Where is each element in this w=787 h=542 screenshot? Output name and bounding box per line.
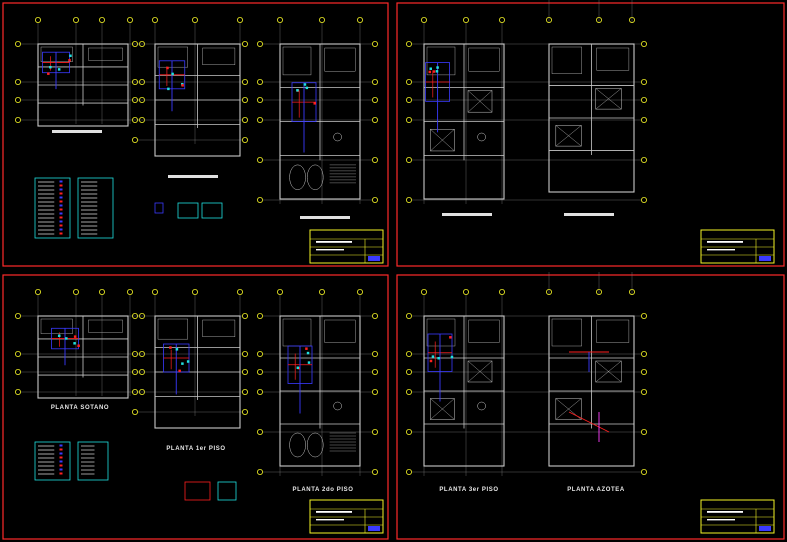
fixture-mark xyxy=(47,72,50,75)
title-text-bar xyxy=(707,519,735,520)
title-block-logo xyxy=(368,256,380,261)
legend-swatch xyxy=(60,457,63,459)
legend-swatch xyxy=(60,449,63,451)
legend-swatch xyxy=(60,185,63,187)
fixture-mark xyxy=(305,347,308,350)
title-text-bar xyxy=(316,511,352,513)
label-planta-2do-piso: PLANTA 2do PISO xyxy=(292,487,353,493)
fixture-mark xyxy=(178,370,181,373)
fixture-mark xyxy=(49,66,52,69)
legend-swatch xyxy=(60,181,63,183)
fixture-mark xyxy=(433,70,436,73)
title-text-bar xyxy=(316,249,344,250)
legend-swatch xyxy=(60,201,63,203)
fixture-mark xyxy=(429,71,432,74)
plan-title-bar xyxy=(442,213,492,216)
label-planta-azotea: PLANTA AZOTEA xyxy=(567,487,625,493)
legend-swatch xyxy=(60,213,63,215)
fixture-mark xyxy=(167,88,170,91)
fixture-mark xyxy=(432,355,435,358)
title-text-bar xyxy=(316,519,344,520)
fixture-mark xyxy=(307,352,310,355)
fixture-mark xyxy=(65,337,68,340)
title-block-logo xyxy=(759,526,771,531)
legend-swatch xyxy=(60,445,63,447)
legend-swatch xyxy=(60,217,63,219)
fixture-mark xyxy=(187,360,190,363)
title-text-bar xyxy=(707,249,735,250)
fixture-mark xyxy=(171,73,174,76)
fixture-mark xyxy=(436,66,439,69)
title-text-bar xyxy=(707,511,743,513)
label-planta-3er-piso: PLANTA 3er PISO xyxy=(439,487,498,493)
fixture-mark xyxy=(73,342,76,345)
plan-title-bar xyxy=(52,130,102,133)
label-planta-1er-piso: PLANTA 1er PISO xyxy=(166,446,225,452)
fixture-mark xyxy=(77,344,80,347)
fixture-mark xyxy=(437,357,440,360)
fixture-mark xyxy=(68,59,71,62)
fixture-mark xyxy=(74,335,77,338)
fixture-mark xyxy=(308,361,311,364)
fixture-mark xyxy=(449,336,452,339)
legend-swatch xyxy=(60,465,63,467)
title-block-logo xyxy=(759,256,771,261)
legend-swatch xyxy=(60,221,63,223)
legend-swatch xyxy=(60,473,63,475)
legend-swatch xyxy=(60,209,63,211)
legend-swatch xyxy=(60,469,63,471)
label-planta-sotano: PLANTA SOTANO xyxy=(51,405,109,411)
fixture-mark xyxy=(297,367,300,370)
fixture-mark xyxy=(436,70,439,73)
legend-swatch xyxy=(60,461,63,463)
fixture-mark xyxy=(58,68,61,71)
fixture-mark xyxy=(451,356,454,359)
fixture-mark xyxy=(166,67,169,70)
fixture-mark xyxy=(429,67,432,70)
plan-title-bar xyxy=(168,175,218,178)
fixture-mark xyxy=(169,346,172,349)
fixture-mark xyxy=(296,89,299,92)
fixture-mark xyxy=(58,335,61,338)
fixture-mark xyxy=(181,84,184,87)
title-text-bar xyxy=(707,241,743,243)
legend-swatch xyxy=(60,225,63,227)
legend-swatch xyxy=(60,193,63,195)
legend-swatch xyxy=(60,453,63,455)
title-block-logo xyxy=(368,526,380,531)
legend-swatch xyxy=(60,233,63,235)
plan-title-bar xyxy=(564,213,614,216)
legend-swatch xyxy=(60,229,63,231)
legend-swatch xyxy=(60,189,63,191)
title-text-bar xyxy=(316,241,352,243)
fixture-mark xyxy=(69,54,72,57)
legend-swatch xyxy=(60,197,63,199)
fixture-mark xyxy=(306,87,309,90)
fixture-mark xyxy=(181,362,184,365)
plan-title-bar xyxy=(300,216,350,219)
fixture-mark xyxy=(176,348,179,351)
fixture-mark xyxy=(430,360,433,363)
fixture-mark xyxy=(313,102,316,105)
legend-swatch xyxy=(60,205,63,207)
fixture-mark xyxy=(304,83,307,86)
